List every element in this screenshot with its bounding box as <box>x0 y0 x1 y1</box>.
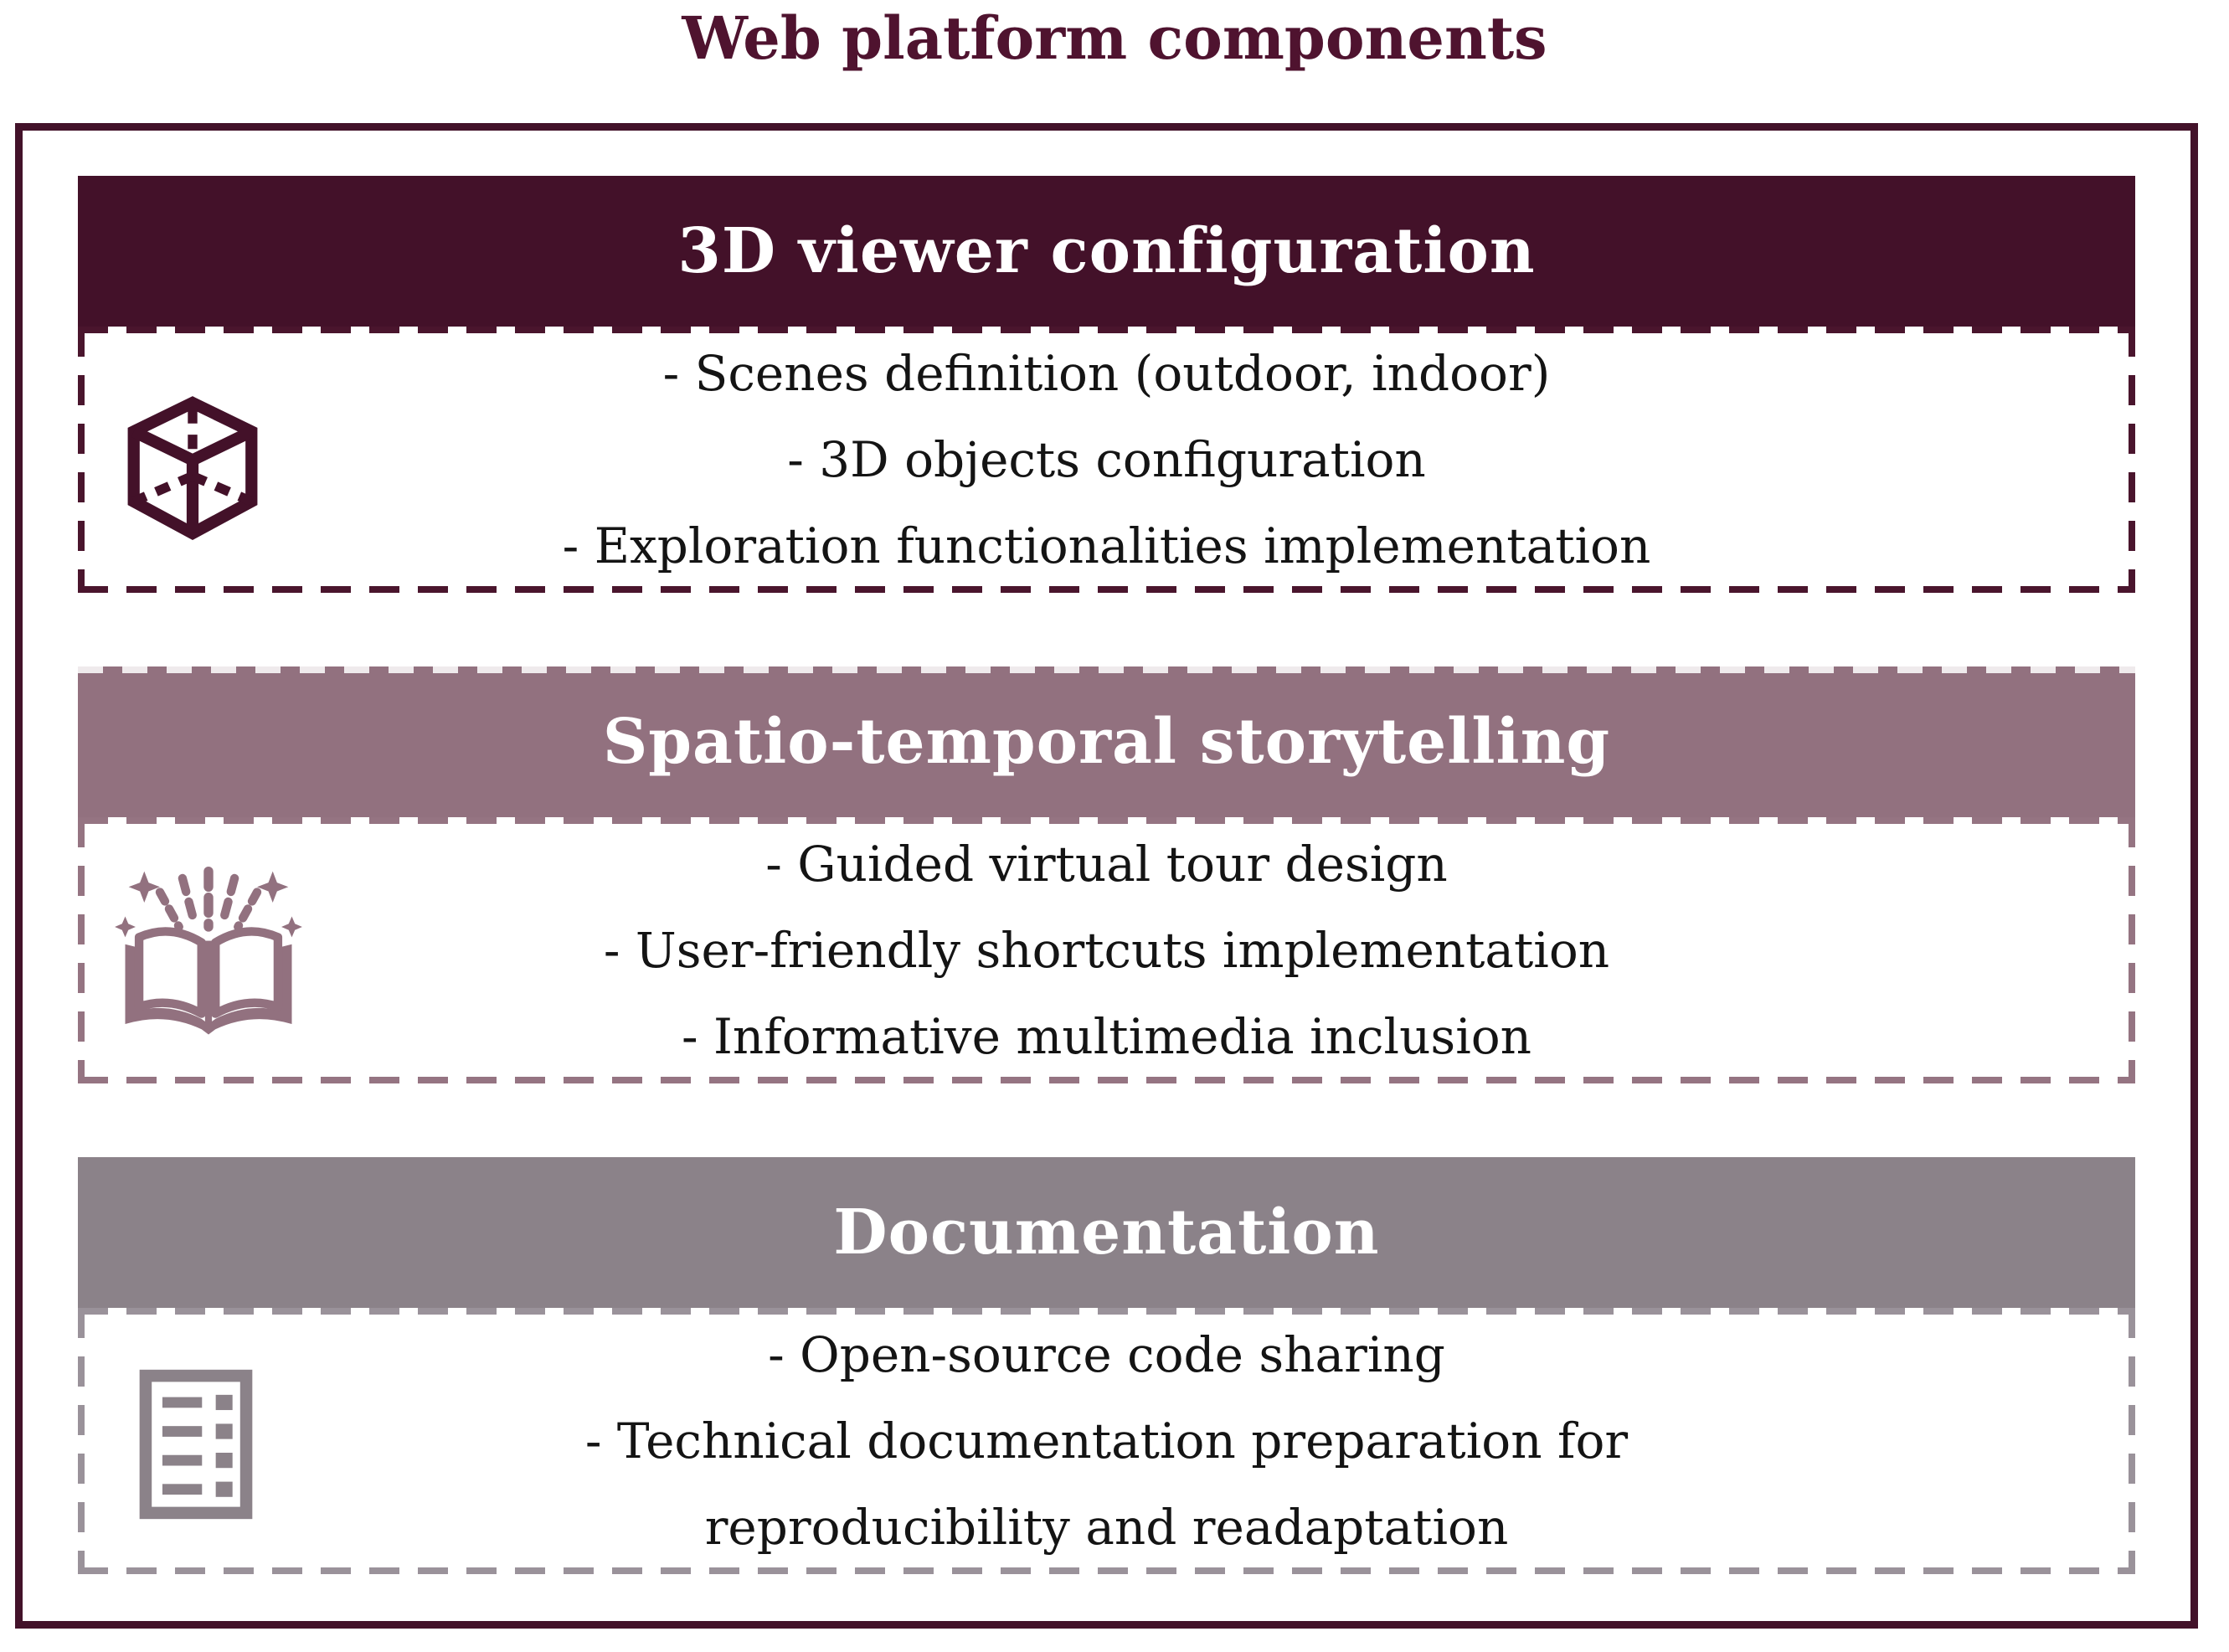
document-list-icon <box>136 1368 255 1547</box>
bullet-line: - Guided virtual tour design <box>765 835 1448 893</box>
bullet-line: - Open-source code sharing <box>768 1325 1445 1383</box>
components-frame: 3D viewer configuration - Scenes definit… <box>15 123 2198 1629</box>
bullet-line: - 3D objects configuration <box>787 430 1426 488</box>
section-3d-viewer-configuration: 3D viewer configuration - Scenes definit… <box>78 176 2135 593</box>
cube-3d-icon <box>113 389 272 574</box>
section-header-label: Documentation <box>833 1197 1380 1269</box>
bullet-line: - Exploration functionalities implementa… <box>562 517 1651 574</box>
section-header-label: 3D viewer configuration <box>677 215 1536 287</box>
bullet-line: reproducibility and readaptation <box>704 1498 1509 1556</box>
section-header-label: Spatio-temporal storytelling <box>602 706 1611 778</box>
section-spatio-temporal-storytelling: Spatio-temporal storytelling <box>78 666 2135 1083</box>
bullet-line: - User-friendly shortcuts implementation <box>603 921 1610 979</box>
bullet-line: - Scenes definition (outdoor, indoor) <box>662 344 1551 402</box>
bullet-line: - Technical documentation preparation fo… <box>584 1412 1629 1469</box>
bullet-list: - Open-source code sharing - Technical d… <box>78 1312 2135 1571</box>
section-header-spatio-temporal-storytelling: Spatio-temporal storytelling <box>78 666 2135 817</box>
section-header-documentation: Documentation <box>78 1157 2135 1308</box>
bullet-list: - Guided virtual tour design - User-frie… <box>78 821 2135 1080</box>
section-body-spatio-temporal-storytelling: - Guided virtual tour design - User-frie… <box>78 817 2135 1083</box>
magic-book-icon <box>113 864 304 1065</box>
page-title: Web platform components <box>682 3 1547 73</box>
bullet-list: - Scenes definition (outdoor, indoor) - … <box>78 331 2135 589</box>
section-body-3d-viewer-configuration: - Scenes definition (outdoor, indoor) - … <box>78 327 2135 593</box>
section-documentation: Documentation - Open-source code sharing <box>78 1157 2135 1574</box>
section-body-documentation: - Open-source code sharing - Technical d… <box>78 1308 2135 1574</box>
bullet-line: - Informative multimedia inclusion <box>681 1007 1532 1065</box>
section-header-3d-viewer-configuration: 3D viewer configuration <box>78 176 2135 327</box>
